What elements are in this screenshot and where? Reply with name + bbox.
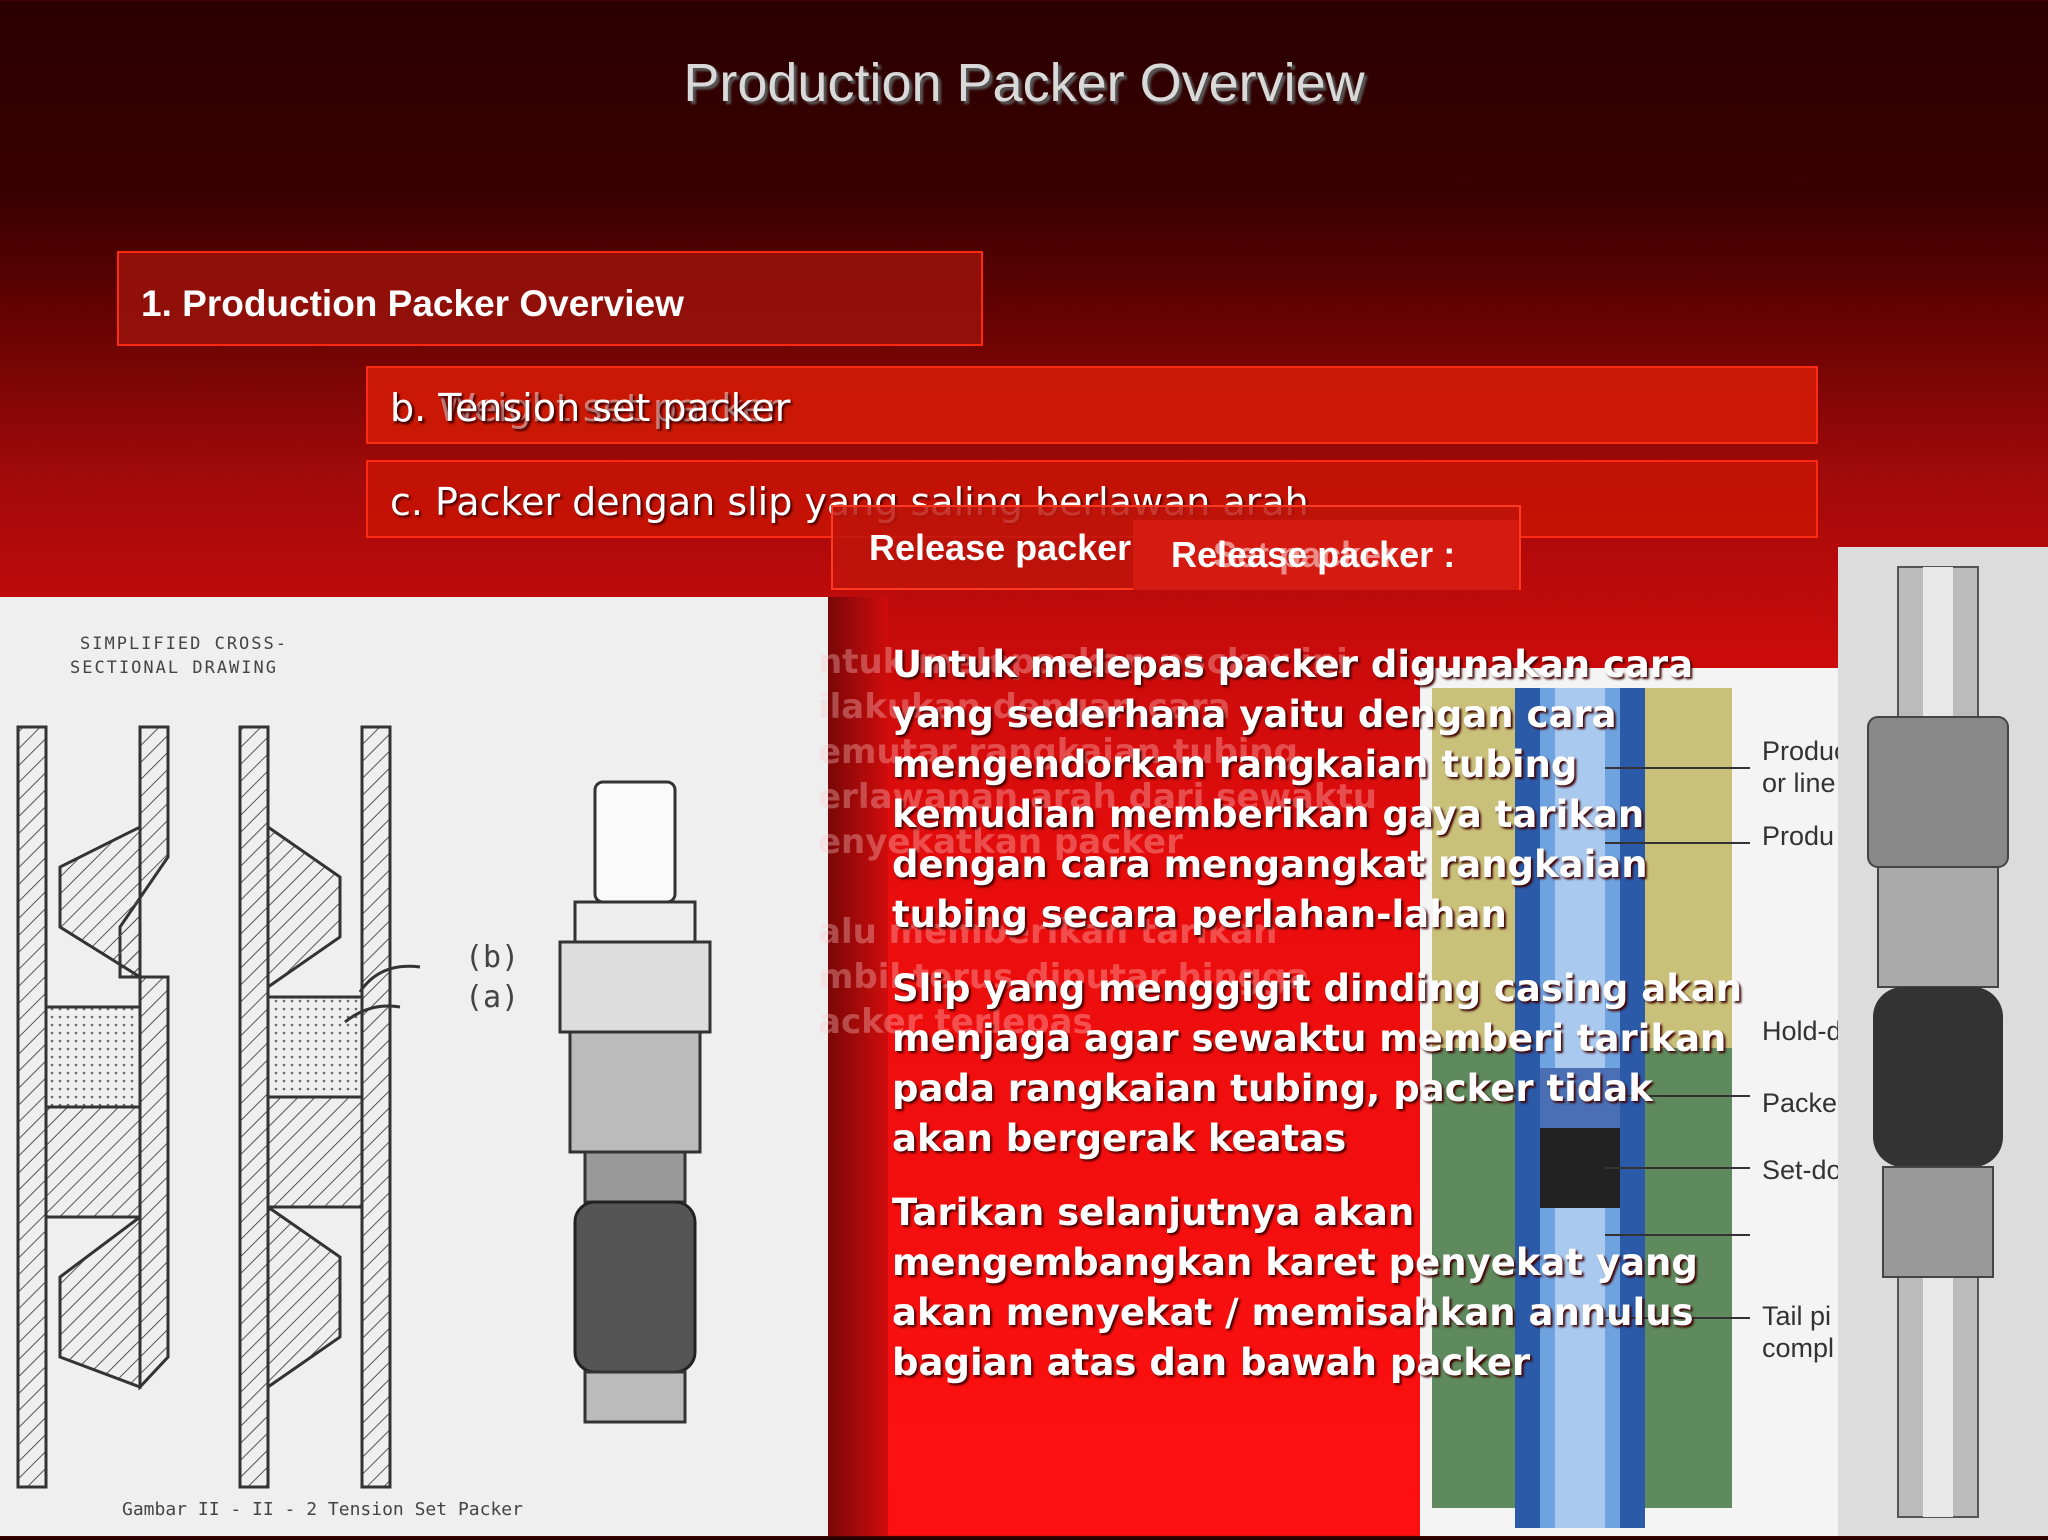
ghost-line-2: emutar rangkaian tubing <box>818 732 1298 772</box>
release-back-label: Release packer <box>869 527 1132 568</box>
packer-photo <box>1838 547 2048 1536</box>
drawing-caption: Gambar II - II - 2 Tension Set Packer <box>122 1499 523 1520</box>
section-box: 1. Production Packer Overview <box>117 251 983 346</box>
ghost-line-1: ilakukan dengan cara <box>818 687 1231 727</box>
set-packer-ghost-label: Set packer : <box>1213 534 1418 575</box>
diagram-label-4: Packe <box>1762 1088 1838 1118</box>
ghost-line-3: erlawanan arah dari sewaktu <box>818 777 1377 817</box>
item-box-b: b. Weight set packer b. Tension set pack… <box>366 366 1818 444</box>
ghost-line-6: alu memberikan tarikan <box>818 912 1278 952</box>
paragraph-release-method: Untuk melepas packer digunakan cara yang… <box>892 643 1694 936</box>
item-b-ghost-label: b. Weight set packer <box>390 386 781 430</box>
ghost-release-paragraph: ntuk melepaskan packer ini ilakukan deng… <box>818 640 1418 1045</box>
paragraph-slip: Slip yang menggigit dinding casing akan … <box>892 967 1743 1160</box>
section-box-label: 1. Production Packer Overview <box>141 283 684 324</box>
diagram-label-2: Produ <box>1762 821 1835 851</box>
paragraph-rubber-seal: Tarikan selanjutnya akan mengembangkan k… <box>892 1191 1698 1384</box>
panel-fade <box>828 597 888 1536</box>
ghost-line-7: mbil terus diputar hingga <box>818 957 1310 997</box>
ghost-line-8: acker terlepas <box>818 1002 1093 1042</box>
slide-title: Production Packer Overview <box>683 53 1365 113</box>
drawing-header-line1: SIMPLIFIED CROSS- <box>80 634 288 654</box>
cross-section-drawing: SIMPLIFIED CROSS- SECTIONAL DRAWING (b) … <box>16 634 712 1520</box>
ghost-line-0: ntuk melepaskan packer ini <box>818 642 1348 682</box>
body-text: Untuk melepas packer digunakan cara yang… <box>892 640 1752 1412</box>
diagram-label-5: Set-do <box>1762 1155 1842 1185</box>
drawing-label-a: (a) <box>465 980 519 1015</box>
packer-photo-svg <box>1867 566 2009 1518</box>
diagram-label-1: or line <box>1762 768 1836 798</box>
well-diagram-svg <box>1432 688 1750 1528</box>
drawing-label-b: (b) <box>465 940 519 975</box>
diagram-label-6: Tail pi <box>1762 1301 1832 1331</box>
drawing-header-line2: SECTIONAL DRAWING <box>70 658 278 678</box>
diagram-label-3: Hold-d <box>1762 1016 1842 1046</box>
tension-set-packer-drawing: SIMPLIFIED CROSS- SECTIONAL DRAWING (b) … <box>0 597 828 1536</box>
diagram-label-7: compl <box>1762 1333 1835 1363</box>
diagram-label-0: Produc <box>1762 736 1848 766</box>
well-completion-diagram: Produc or line Produ Hold-d Packe Set-do… <box>1420 668 1848 1536</box>
release-box-front: Set packer : Release packer : <box>1133 520 1519 590</box>
ghost-line-4: enyekatkan packer <box>818 822 1183 862</box>
release-front-label: Release packer : <box>1171 534 1456 575</box>
item-b-label: b. Tension set packer <box>390 386 791 430</box>
